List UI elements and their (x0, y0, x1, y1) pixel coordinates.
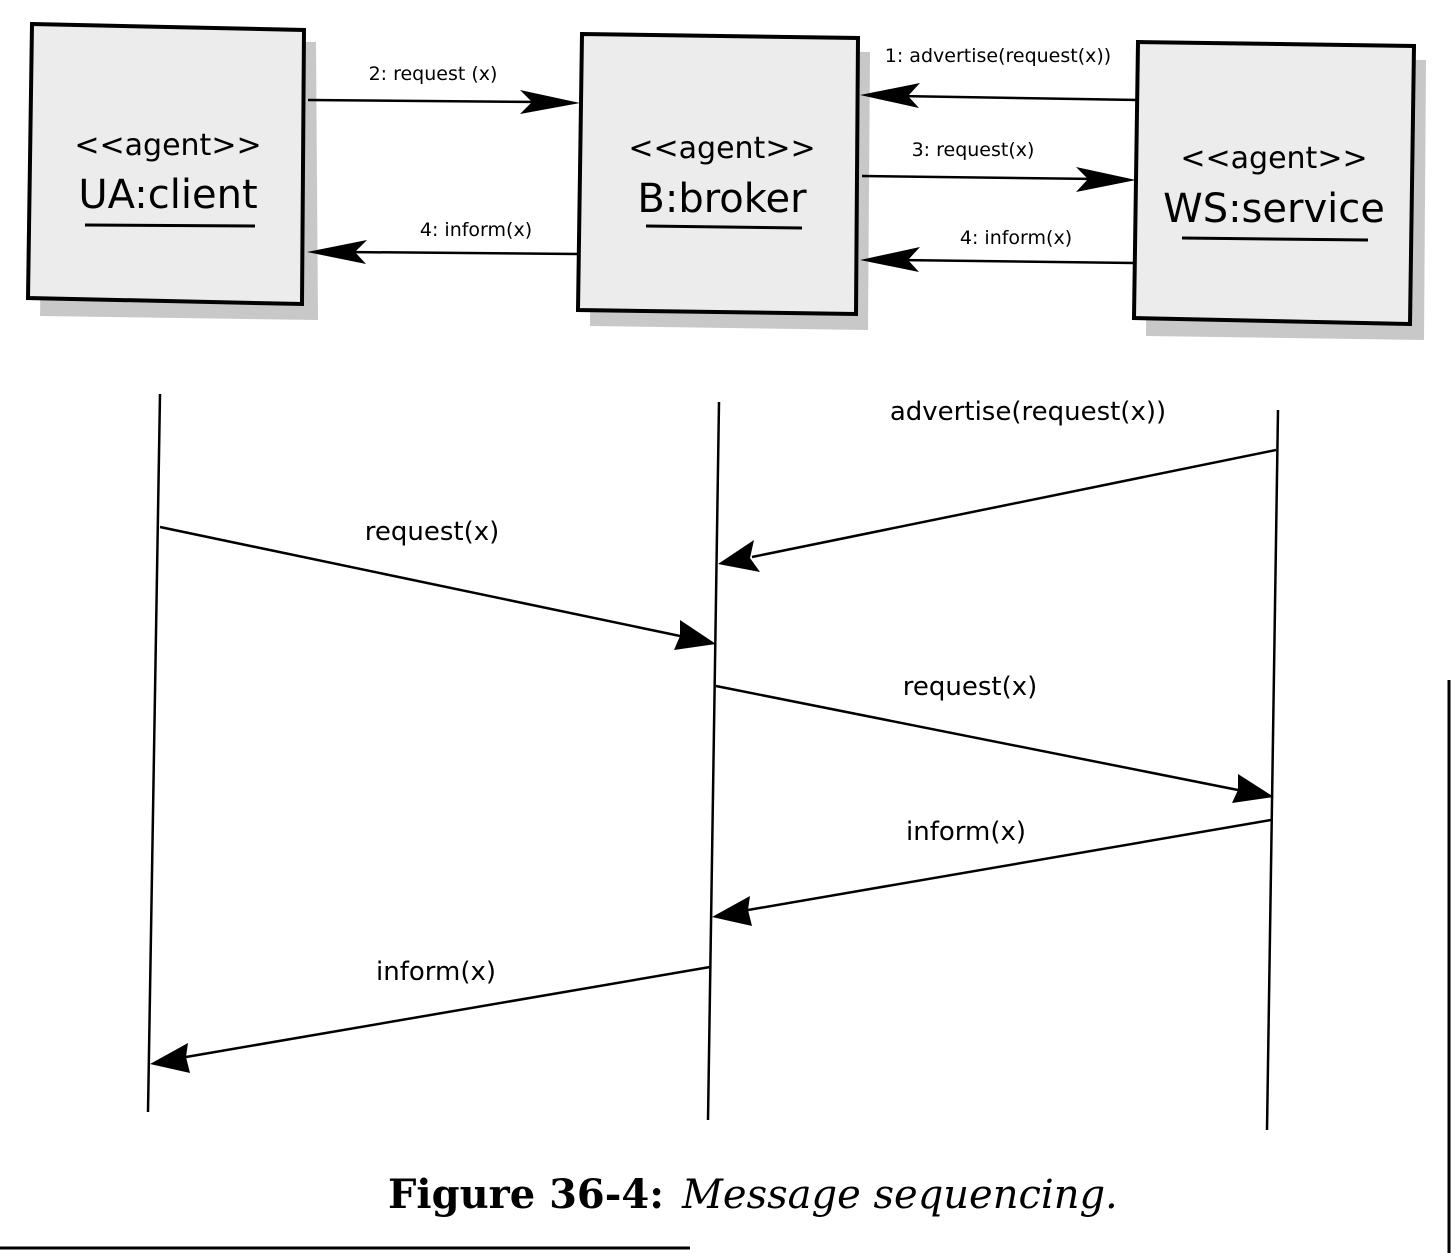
agent-stereotype: <<agent>> (628, 131, 815, 166)
seq-message-label: request(x) (365, 517, 500, 547)
seq-arrow-advertise: advertise(request(x)) (718, 397, 1277, 572)
agent-name: WS:service (1163, 186, 1385, 232)
agent-box-ws-service: <<agent>> WS:service (1131, 39, 1426, 340)
lifeline-ws-service (1265, 409, 1280, 1131)
collab-message-label: 4: inform(x) (420, 219, 532, 241)
figure-caption: Figure 36-4:Message sequencing. (388, 1171, 1118, 1218)
agent-stereotype: <<agent>> (1180, 141, 1367, 176)
name-underline (1181, 236, 1369, 242)
seq-message-label: inform(x) (376, 957, 496, 987)
collab-message-label: 4: inform(x) (960, 227, 1072, 249)
name-underline (84, 223, 256, 228)
seq-message-label: request(x) (903, 672, 1038, 702)
seq-arrow-inform-broker-to-client: inform(x) (150, 957, 711, 1073)
seq-arrow-inform-service-to-broker: inform(x) (712, 817, 1272, 926)
agent-stereotype: <<agent>> (74, 128, 261, 163)
seq-arrow-request-broker-to-service: request(x) (715, 672, 1274, 803)
lifeline-ua-client (146, 393, 162, 1113)
seq-arrow-request-client-to-broker: request(x) (159, 517, 716, 650)
agent-name: B:broker (637, 176, 807, 222)
collab-arrow-advertise-service-to-broker: 1: advertise(request(x)) (860, 45, 1139, 108)
lifeline-b-broker (706, 401, 721, 1121)
collab-message-label: 1: advertise(request(x)) (885, 45, 1111, 67)
seq-message-label: inform(x) (906, 817, 1026, 847)
name-underline (645, 224, 803, 230)
collab-arrow-request-client-to-broker: 2: request (x) (307, 63, 580, 114)
collab-message-label: 2: request (x) (369, 63, 498, 85)
collab-message-label: 3: request(x) (912, 139, 1035, 161)
seq-message-label: advertise(request(x)) (890, 397, 1166, 427)
collab-arrow-inform-service-to-broker: 4: inform(x) (860, 227, 1135, 272)
agent-name: UA:client (78, 172, 257, 218)
agent-box-b-broker: <<agent>> B:broker (575, 31, 870, 330)
collab-arrow-request-broker-to-service: 3: request(x) (861, 139, 1136, 192)
caption-label: Figure 36-4:Message sequencing. (388, 1171, 1118, 1218)
agent-box-ua-client: <<agent>> UA:client (25, 21, 318, 320)
collab-arrow-inform-broker-to-client: 4: inform(x) (307, 219, 579, 264)
